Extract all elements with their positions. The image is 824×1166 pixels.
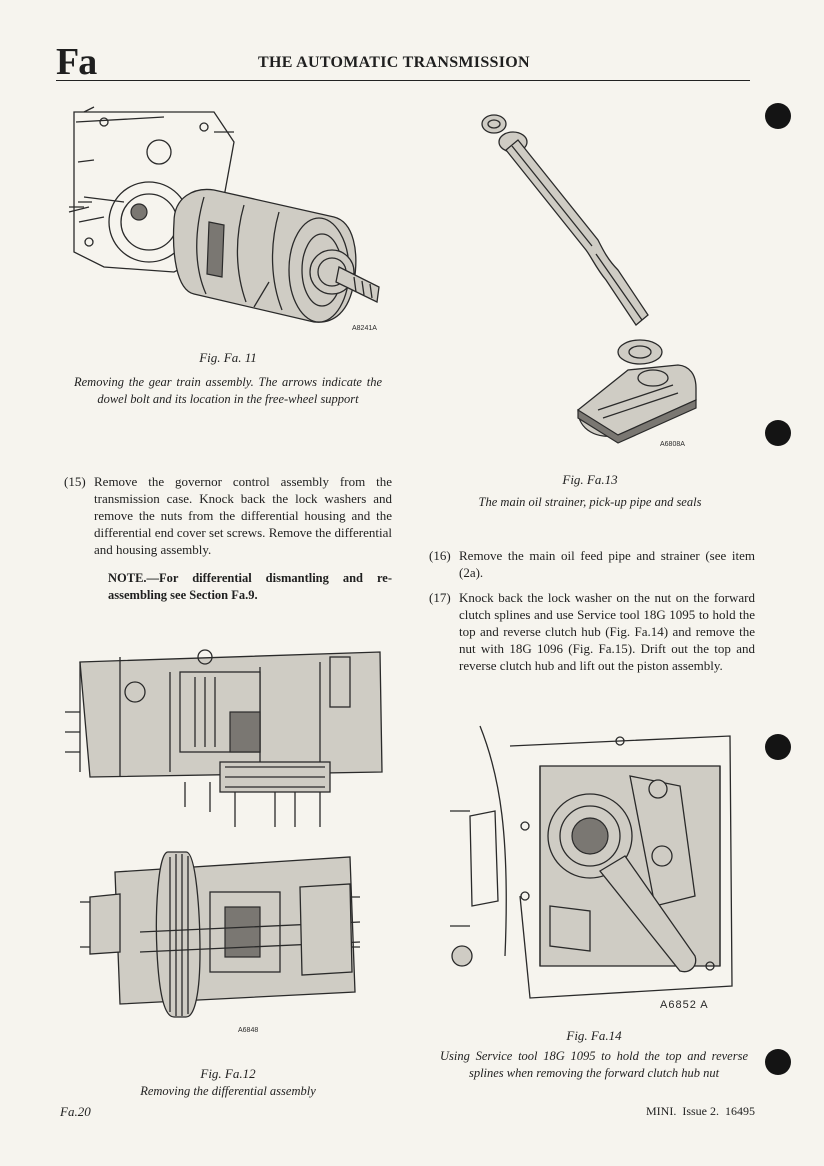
step-17: (17) Knock back the lock washer on the n… <box>429 589 755 674</box>
fig-fa13-tag: A6808A <box>660 441 685 448</box>
step-15-number: (15) <box>64 474 86 489</box>
fig-fa11-tag: A8241A <box>352 325 377 332</box>
step-17-number: (17) <box>429 590 451 605</box>
binder-hole-icon <box>765 420 791 446</box>
fig-fa12-caption: Removing the differential assembly <box>140 1084 316 1098</box>
header-rule <box>56 80 750 81</box>
step-17-text: Knock back the lock washer on the nut on… <box>459 590 755 673</box>
step-16: (16) Remove the main oil feed pipe and s… <box>429 547 755 581</box>
binder-hole-icon <box>765 103 791 129</box>
note-differential: NOTE.—For differential dismantling and r… <box>108 571 392 602</box>
fig-fa14-caption: Using Service tool 18G 1095 to hold the … <box>440 1049 748 1080</box>
fig-fa12-illustration: A6848 <box>65 649 383 1034</box>
fig-fa12-label: Fig. Fa.12 <box>200 1066 256 1081</box>
binder-hole-icon <box>765 1049 791 1075</box>
fig-fa14-label: Fig. Fa.14 <box>566 1028 622 1043</box>
fig-fa13-illustration: A6808A <box>481 114 697 448</box>
fig-fa11-caption: Removing the gear train assembly. The ar… <box>74 375 382 406</box>
step-16-number: (16) <box>429 548 451 563</box>
page-title: THE AUTOMATIC TRANSMISSION <box>258 54 530 71</box>
fig-fa11-label: Fig. Fa. 11 <box>199 350 257 365</box>
step-15: (15) Remove the governor control assembl… <box>64 473 392 558</box>
fig-fa12-tag: A6848 <box>238 1027 258 1034</box>
section-mark: Fa <box>56 41 97 83</box>
issue-label: MINI. Issue 2. 16495 <box>646 1104 755 1118</box>
binder-hole-icon <box>765 734 791 760</box>
step-16-text: Remove the main oil feed pipe and strain… <box>459 548 755 580</box>
fig-fa11-illustration: A8241A <box>68 106 380 332</box>
fig-fa14-illustration: A6852 A <box>450 725 733 1011</box>
fig-fa14-tag: A6852 A <box>660 999 709 1011</box>
fig-fa13-label: Fig. Fa.13 <box>562 472 618 487</box>
fig-fa13-caption: The main oil strainer, pick-up pipe and … <box>478 495 702 509</box>
step-15-text: Remove the governor control assembly fro… <box>94 474 392 557</box>
page-number: Fa.20 <box>60 1104 91 1119</box>
